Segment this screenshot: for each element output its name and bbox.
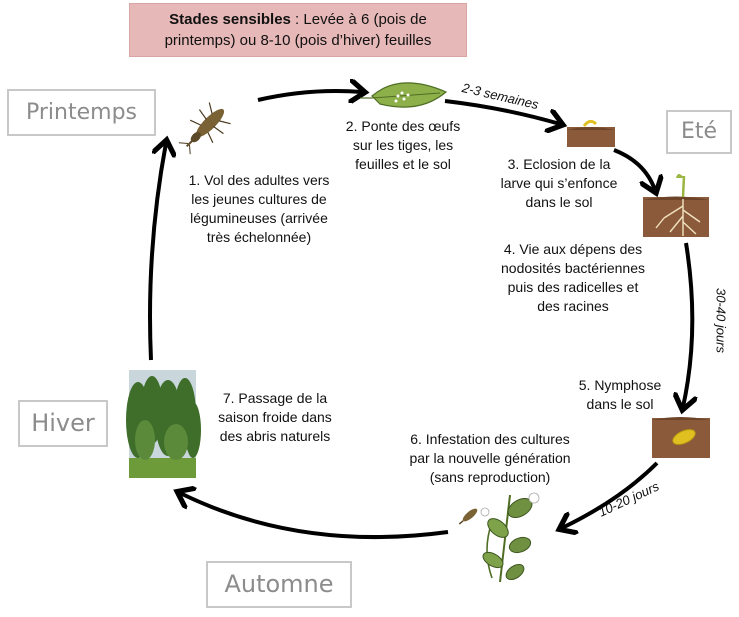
stage-2-line: feuilles et le sol	[355, 156, 451, 172]
season-spring: Printemps	[7, 89, 156, 136]
stage-3-line: dans le sol	[525, 194, 593, 210]
stage-7-line: des abris naturels	[219, 428, 331, 444]
stage-2-egg-laying: 2. Ponte des œufs sur les tiges, les feu…	[330, 117, 476, 174]
stage-6-line: (sans reproduction)	[429, 469, 551, 485]
forest-shelter-icon	[126, 370, 201, 478]
stage-2-line: sur les tiges, les	[352, 137, 454, 153]
stage-1-adult-flight: 1. Vol des adultes vers les jeunes cultu…	[170, 171, 348, 247]
nymph-soil-icon	[652, 417, 710, 458]
arrow-eggs-to-larva	[444, 99, 560, 124]
larva-soil-icon	[567, 119, 615, 147]
stage-5-line: 5. Nymphose	[578, 377, 662, 393]
banner-bold-label: Stades sensibles	[169, 11, 291, 28]
stage-7-line: 7. Passage de la	[222, 390, 328, 406]
stage-1-line: légumineuses (arrivée	[190, 210, 328, 226]
stage-4-line: puis des radicelles et	[507, 279, 639, 295]
stage-7-overwintering: 7. Passage de la saison froide dans des …	[198, 389, 352, 446]
leaf-with-eggs-icon	[360, 82, 448, 108]
arrow-crop-to-shelter	[180, 493, 449, 540]
stage-3-hatching: 3. Eclosion de la larve qui s’enfonce da…	[484, 155, 634, 212]
weevil-icon	[178, 102, 231, 155]
stage-5-nymph: 5. Nymphose dans le sol	[555, 376, 685, 414]
stage-3-line: 3. Eclosion de la	[507, 156, 611, 172]
stage-1-line: très échelonnée)	[206, 229, 312, 245]
sensitive-stages-banner: Stades sensibles : Levée à 6 (pois de pr…	[129, 3, 467, 57]
stage-6-infestation: 6. Infestation des cultures par la nouve…	[383, 430, 597, 487]
stage-5-line: dans le sol	[586, 396, 654, 412]
season-autumn: Automne	[206, 561, 352, 608]
stage-6-line: par la nouvelle génération	[409, 450, 571, 466]
arrow-nymph-to-crop	[562, 461, 659, 528]
stage-1-line: les jeunes cultures de	[191, 191, 327, 207]
season-summer: Eté	[666, 110, 732, 154]
stage-4-root-feeding: 4. Vie aux dépens des nodosités bactérie…	[483, 240, 663, 316]
banner-line2: printemps) ou 8-10 (pois d’hiver) feuill…	[164, 32, 432, 49]
season-winter: Hiver	[18, 400, 108, 447]
stage-4-line: 4. Vie aux dépens des	[503, 241, 643, 257]
arrow-roots-to-nymph	[683, 242, 692, 407]
stage-4-line: des racines	[537, 298, 609, 314]
stage-4-line: nodosités bactériennes	[501, 260, 645, 276]
banner-line1: : Levée à 6 (pois de	[290, 11, 427, 28]
pea-plant-icon	[458, 492, 540, 583]
arrow-adults-to-eggs	[257, 91, 362, 100]
stage-6-line: 6. Infestation des cultures	[410, 431, 570, 447]
stage-7-line: saison froide dans	[218, 409, 332, 425]
arrow-shelter-to-adults	[148, 143, 166, 361]
stage-2-line: 2. Ponte des œufs	[345, 118, 461, 134]
stage-3-line: larve qui s’enfonce	[500, 175, 618, 191]
duration-larva-to-nymph: 30-40 jours	[713, 287, 729, 354]
roots-soil-icon	[643, 174, 709, 237]
arrow-larva-to-roots	[613, 148, 655, 190]
stage-1-line: 1. Vol des adultes vers	[188, 172, 330, 188]
